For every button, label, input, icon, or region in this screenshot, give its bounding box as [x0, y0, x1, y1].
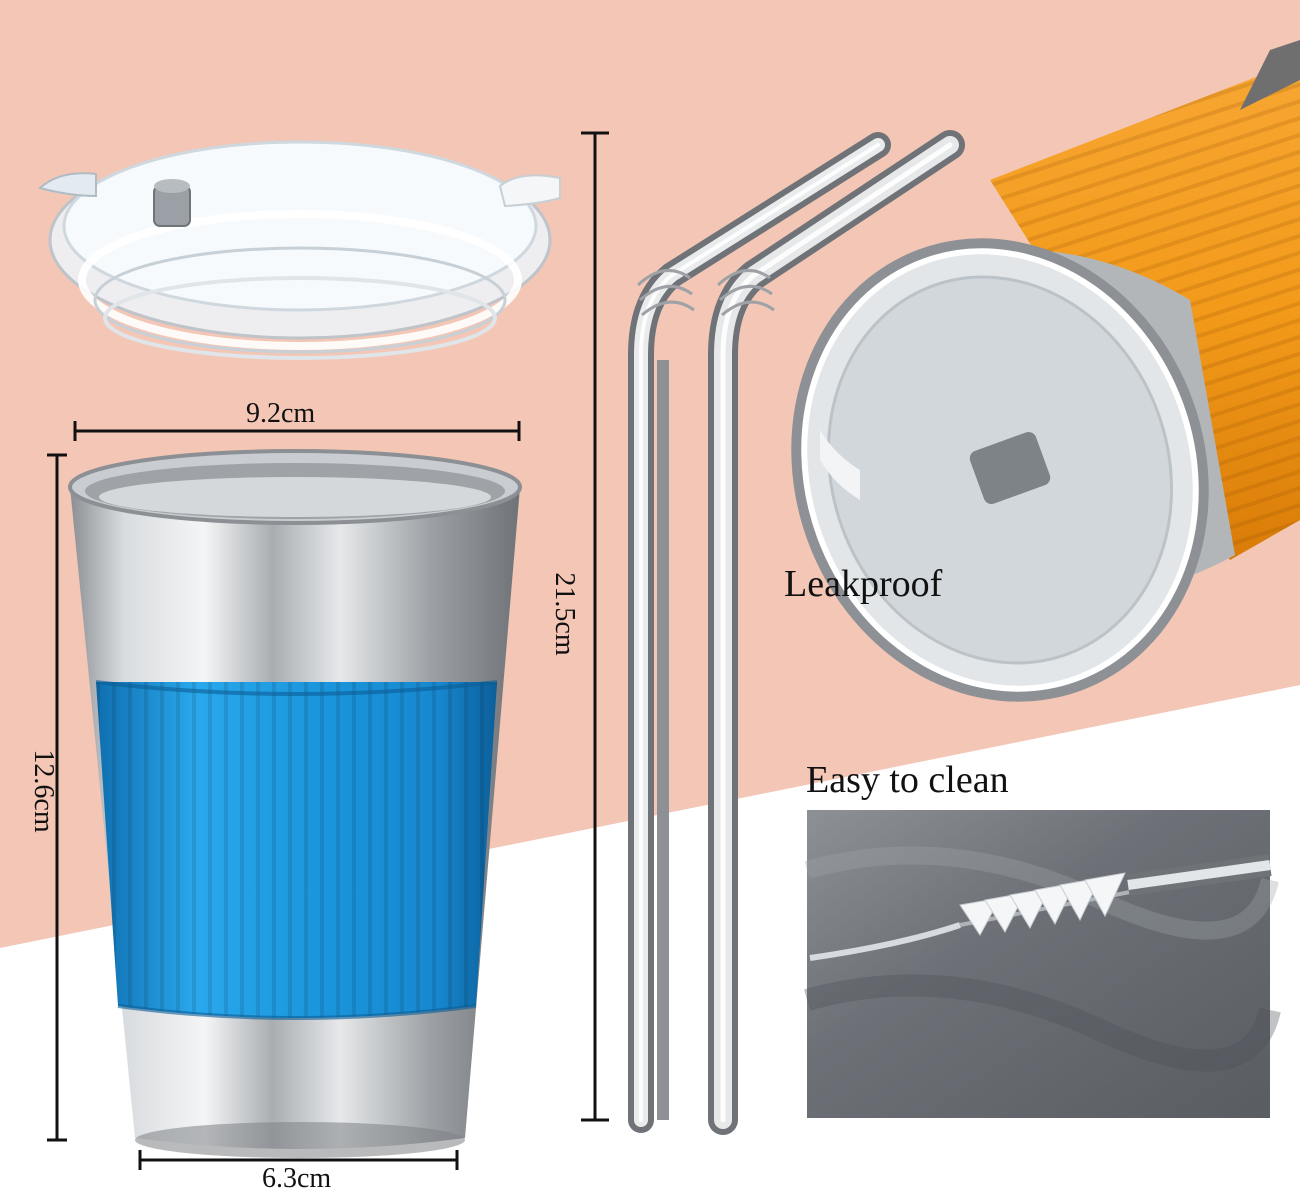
cup-height-label: 12.6cm — [28, 749, 59, 833]
tumbler-leakproof-illustration — [791, 40, 1300, 702]
cup-illustration — [68, 449, 522, 1158]
cleaning-brush-photo — [804, 810, 1281, 1118]
lid-illustration — [37, 140, 561, 360]
cup-base-width-label: 6.3cm — [262, 1163, 332, 1194]
dimension-lines — [47, 131, 609, 1170]
lid-width-label: 9.2cm — [246, 398, 316, 429]
straws-illustration — [628, 130, 965, 1135]
leakproof-label: Leakproof — [784, 563, 943, 605]
straw-length-label: 21.5cm — [549, 572, 580, 656]
easy-to-clean-label: Easy to clean — [806, 759, 1009, 801]
